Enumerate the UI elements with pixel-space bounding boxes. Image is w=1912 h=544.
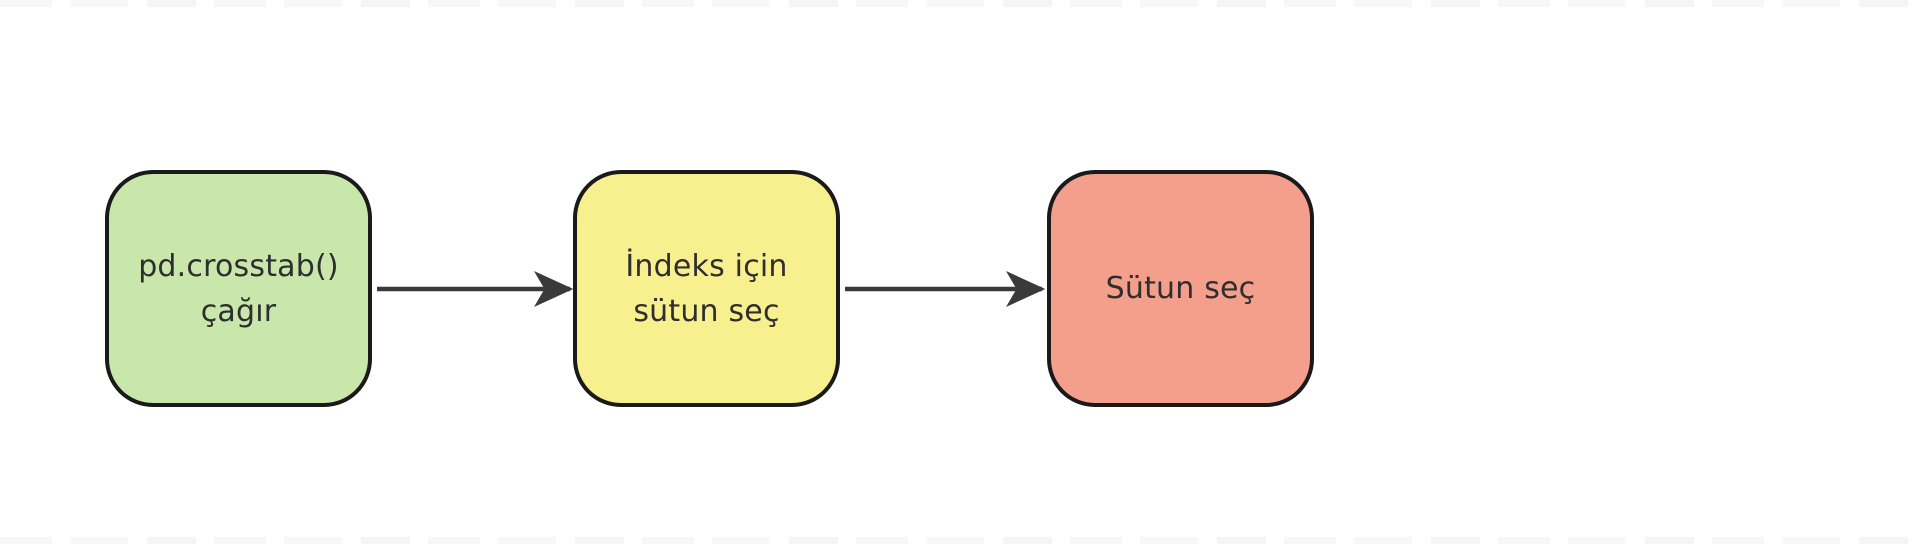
node-label-line: İndeks için [625, 248, 788, 284]
node-label-line: Sütun seç [1105, 271, 1256, 306]
top-edge-artifact [0, 0, 1912, 7]
node-label-line: pd.crosstab() [138, 248, 339, 284]
flow-node-call-crosstab: pd.crosstab() çağır [105, 170, 372, 407]
node-label-line: sütun seç [633, 293, 780, 329]
flow-node-select-index-column: İndeks için sütun seç [573, 170, 840, 407]
bottom-edge-artifact [0, 537, 1912, 544]
flow-node-select-column: Sütun seç [1047, 170, 1314, 407]
node-label-line: çağır [200, 293, 277, 329]
